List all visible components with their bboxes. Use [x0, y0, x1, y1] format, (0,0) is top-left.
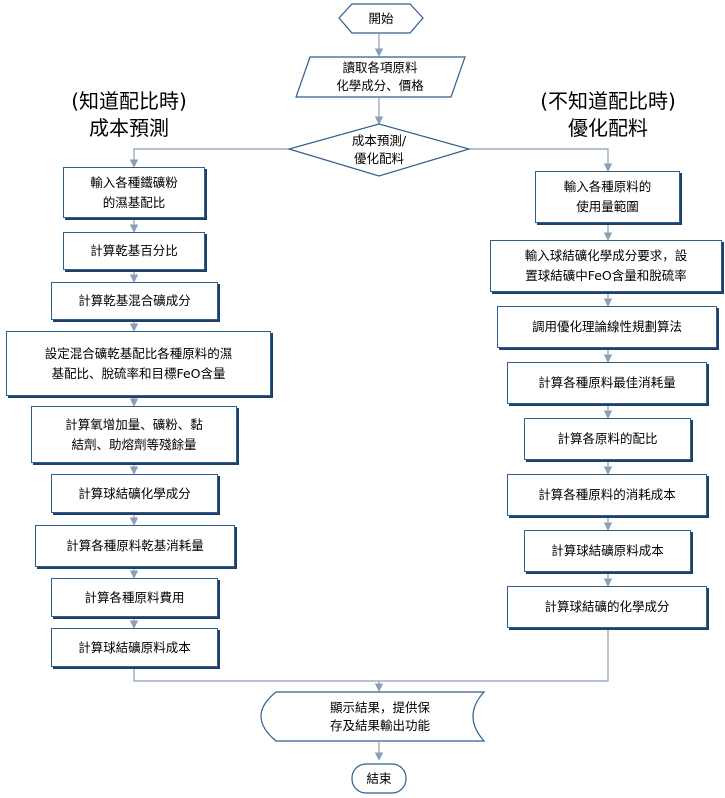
merge-right: [379, 628, 609, 682]
display-shape: [260, 691, 486, 742]
decision-shape: [286, 123, 472, 177]
right-step-7: 計算球結礦原料成本: [524, 530, 691, 572]
right-branch-heading: (不知道配比時) 優化配料: [540, 89, 676, 140]
right-step-3: 調用優化理論線性規劃算法: [497, 306, 717, 348]
decision-label: 成本預測/ 優化配料: [351, 133, 407, 166]
branch-left: [129, 148, 289, 168]
input-label: 讀取各項原料 化學成分、價格: [336, 60, 424, 93]
start-shape: [338, 3, 424, 34]
left-step-3: 計算乾基混合礦成分: [51, 282, 218, 320]
right-step-6: 計算各種原料的消耗成本: [507, 474, 707, 516]
right-step-1: 輸入各種原料的 使用量範圍: [535, 171, 680, 223]
left-step-9: 計算球結礦原料成本: [51, 628, 218, 667]
left-branch-heading: (知道配比時) 成本預測: [71, 89, 187, 140]
end-shape: [351, 763, 407, 794]
input-shape: [295, 56, 466, 98]
branch-right: [469, 148, 613, 172]
left-step-5: 計算氧增加量、礦粉、黏 結劑、助熔劑等殘餘量: [31, 406, 237, 463]
right-step-4: 計算各種原料最佳消耗量: [507, 362, 707, 404]
left-step-7: 計算各種原料乾基消耗量: [35, 525, 235, 567]
end-label: 結束: [366, 770, 392, 786]
left-step-6: 計算球結礦化學成分: [51, 474, 218, 513]
left-step-2: 計算乾基百分比: [63, 232, 205, 270]
right-step-5: 計算各原料的配比: [524, 418, 691, 460]
right-step-8: 計算球結礦的化學成分: [507, 586, 707, 628]
left-step-4: 設定混合礦乾基配比各種原料的濕 基配比、脫硫率和目標FeO含量: [6, 331, 271, 396]
right-step-2: 輸入球結礦化學成分要求，設 置球結礦中FeO含量和脫硫率: [490, 240, 722, 292]
left-step-1: 輸入各種鐵礦粉 的濕基配比: [63, 167, 205, 218]
display-label: 顯示結果，提供保 存及結果輸出功能: [329, 700, 430, 733]
merge-left: [133, 667, 379, 682]
left-step-8: 計算各種原料費用: [51, 578, 218, 617]
start-label: 開始: [368, 10, 394, 26]
